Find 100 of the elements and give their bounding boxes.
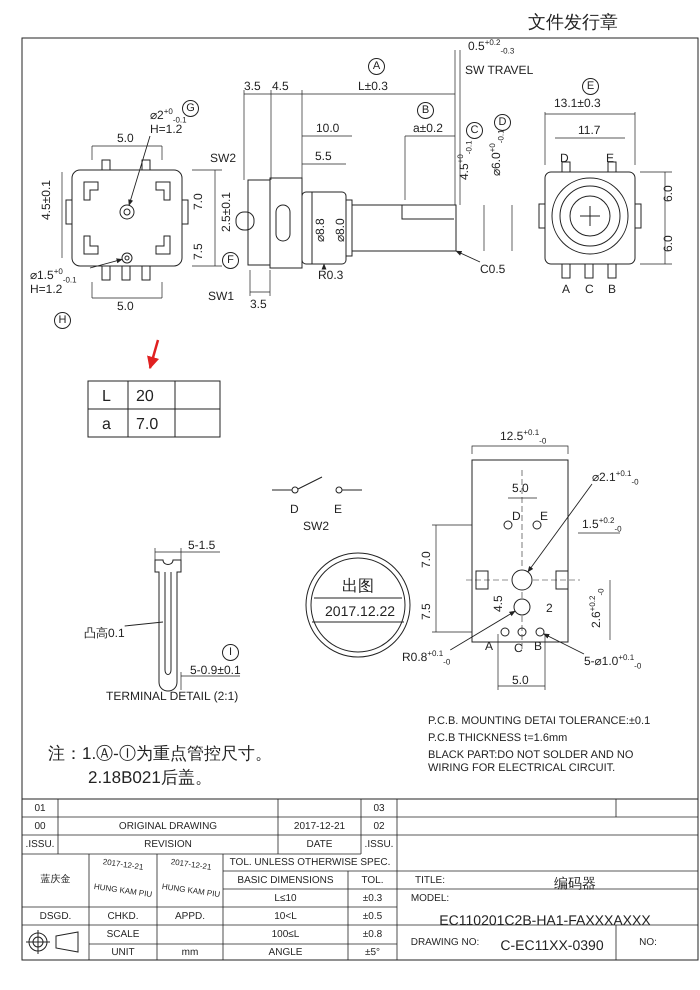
pin-label: SW2 [303,520,330,533]
leader-text: R0.3 [318,268,344,282]
note-text: 2.18B021后盖。 [88,768,212,787]
column-heading: BASIC DIMENSIONS [236,875,335,887]
table-cell: 20 [136,388,154,406]
leader-line [321,263,327,270]
tolerance-value: ±5° [364,947,382,959]
column-heading: REVISION [143,839,193,851]
stamp-text: 2017.12.22 [325,603,396,619]
dimension-label: 6.0 [662,235,675,252]
dimension-label: 6.0 [662,185,675,202]
revision-number: 02 [372,821,386,833]
dimension-label: 5.0 [117,300,134,313]
dimension-label: 10.0 [316,122,340,135]
pin-label: E [540,510,548,523]
leader-line [455,250,480,262]
shaft [352,204,456,252]
dimension-label: 7.0 [192,193,205,210]
tolerance-range: 100≤L [270,929,300,941]
pin-hole [536,628,544,636]
leader-line [450,610,516,650]
leader-line [543,633,584,654]
dimension-label: 5-0.9±0.1 [190,664,241,677]
field-label: UNIT [110,947,136,959]
pin-label: C [514,642,523,655]
leader-line [527,484,592,572]
pcb-hole [514,598,530,616]
stamp-heading: 文件发行章 [528,12,618,32]
stamp-text: 2017-12-21 [101,856,145,874]
field-label: APPD. [174,911,206,923]
pin-label: SW2 [210,152,236,165]
dimension-label: a±0.2 [413,122,443,135]
dimension-label: 5-1.5 [188,539,216,552]
table-cell: L [102,388,111,406]
pin-label: A [562,283,570,296]
tolerance-range: L≤10 [273,893,298,905]
note-text: SW TRAVEL [465,64,534,77]
note-text: 注：1.Ⓐ-Ⓘ为重点管控尺寸。 [48,744,272,763]
pcb-hole [512,570,532,590]
callout-letter: C [466,122,483,139]
pin-label: B [608,283,616,296]
dimension-label: 4.5 [492,595,505,612]
table-cell: a [102,416,111,434]
dimension-label: 5.0 [117,132,134,145]
dimension-label: 5.0 [512,482,529,495]
table-cell: 7.0 [136,416,158,434]
callout-letter: G [182,100,199,117]
dimension-label: 3.5 [250,298,267,311]
leader-line [128,136,150,206]
column-heading: TOL. [360,875,385,887]
tolerance-value: ±0.5 [362,911,384,923]
model-number: EC110201C2B-HA1-FAXXXAXXX [438,912,652,928]
title-text: 编码器 [553,875,597,891]
tolerance-range: 10<L [273,911,298,923]
note-text: P.C.B THICKNESS t=1.6mm [428,732,568,745]
dimension-label: 5.0 [512,674,529,687]
field-label: CHKD. [106,911,140,923]
column-heading: DATE [306,839,334,851]
callout-letter: B [417,102,434,119]
revision-text: ORIGINAL DRAWING [118,821,218,833]
field-label: NO: [638,937,658,949]
note-text: TERMINAL DETAIL (2:1) [106,690,238,703]
dimension-label: 11.7 [578,124,600,137]
unit-text: mm [180,947,200,959]
revision-number: 01 [33,803,47,815]
pin-label: E [334,503,342,516]
dimension-label: 2.5±0.1 [220,192,233,232]
callout-letter: A [368,58,385,75]
field-label: ANGLE [268,947,304,959]
callout-letter: F [222,252,239,269]
stamp-text: HUNG KAM PIU [160,882,222,900]
dimension-label: ⌀8.8 [314,218,327,242]
note-text: BLACK PART:DO NOT SOLDER AND NO WIRING FOR ELECTRICAL CIRCUIT. [428,749,634,775]
terminal-drawing [154,560,182,692]
pin-label: D [512,510,521,523]
tolerance-value: ±0.8 [362,929,384,941]
callout-letter: H [54,312,71,329]
leader-line [124,622,164,626]
stamp-text: HUNG KAM PIU [92,882,154,900]
drawing-number: C-EC11XX-0390 [499,937,605,953]
pin-label: D [290,503,299,516]
shaft-collar [302,192,346,264]
field-label: SCALE [106,929,140,941]
revision-number: 00 [33,821,47,833]
dimension-label: 7.5 [192,243,205,260]
dimension-label: 2 [546,602,553,615]
stamp-text: 出图 [342,578,374,596]
dimension-label: L±0.3 [358,80,388,93]
field-label: DRAWING NO: [410,937,480,949]
field-label: TITLE: [414,875,446,887]
dimension-label: 7.0 [420,551,433,568]
dimension-label: 4.5±0.1 [40,180,53,220]
dimension-label: 4.5 [272,80,289,93]
callout-letter: E [582,78,599,95]
dimension-label: 7.5 [420,603,433,620]
designer-name: 蓝庆金 [40,874,72,886]
date-text: 2017-12-21 [292,821,346,833]
leader-text: 凸高0.1 [84,626,125,640]
mounting-hole [122,252,132,264]
dimension-label: 5.5 [315,150,332,163]
